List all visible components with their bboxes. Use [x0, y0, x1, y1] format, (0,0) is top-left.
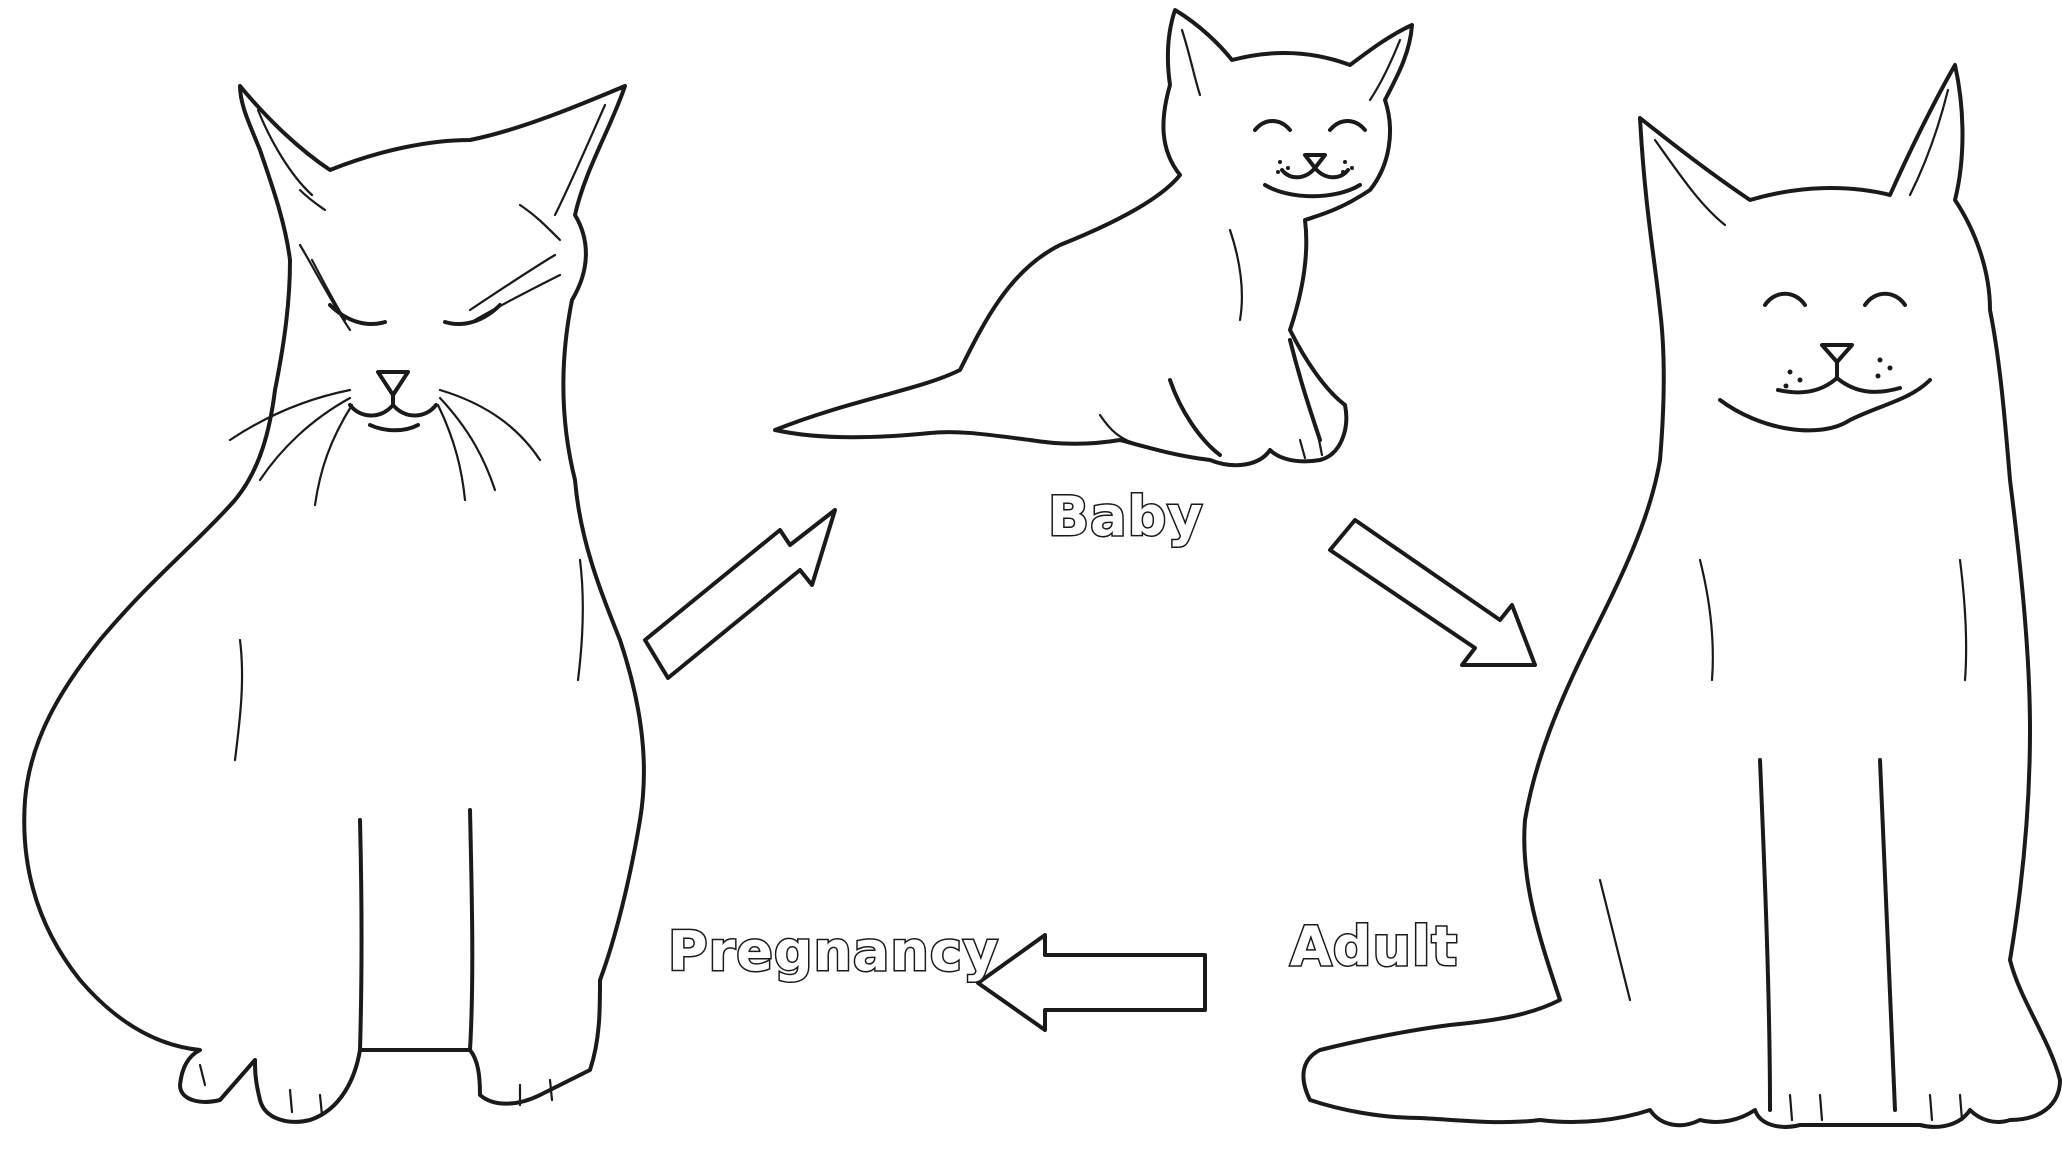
- label-pregnancy: Pregnancy: [668, 920, 999, 983]
- pregnant-cat-illustration: [22, 84, 646, 1124]
- kitten-illustration: [773, 8, 1414, 468]
- arrow-baby-to-adult: [1328, 518, 1537, 667]
- label-adult: Adult: [1290, 915, 1458, 978]
- adult-cat-illustration: [1301, 63, 2062, 1129]
- label-baby: Baby: [1048, 485, 1203, 548]
- arrow-adult-to-pregnancy: [976, 933, 1207, 1032]
- arrow-pregnancy-to-baby: [643, 508, 837, 680]
